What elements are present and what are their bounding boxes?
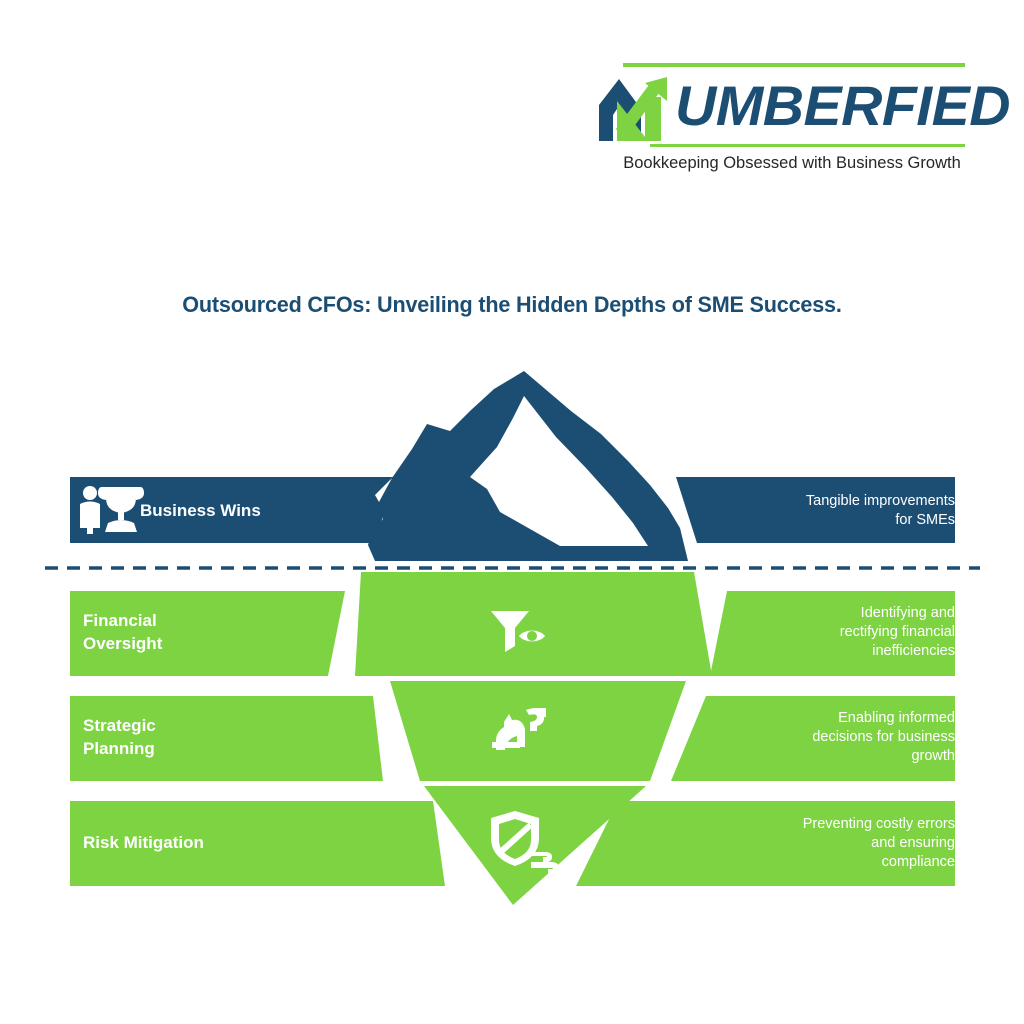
green-growth-arrow-n-icon [599, 77, 667, 141]
bar-financial-oversight-right[interactable] [710, 591, 955, 676]
bar-description-strategic-planning: Enabling informed decisions for business… [812, 710, 955, 765]
bar-label-risk-mitigation: Risk Mitigation [83, 833, 204, 852]
person-trophy-icon [80, 486, 144, 534]
page-title: Outsourced CFOs: Unveiling the Hidden De… [182, 292, 842, 317]
iceberg-underwater [355, 572, 712, 905]
bar-business-wins-right[interactable] [676, 477, 955, 543]
bar-description-financial-oversight: Identifying and rectifying financial ine… [839, 605, 955, 660]
logo-wordmark: UMBERFIED [675, 74, 1010, 137]
bar-description-business-wins: Tangible improvements for SMEs [805, 493, 955, 529]
brand-logo: UMBERFIED Bookkeeping Obsessed with Busi… [595, 55, 1010, 180]
bar-financial-oversight-left[interactable] [70, 591, 345, 676]
chess-knight-question-icon [492, 708, 546, 750]
bar-label-financial-oversight: Financial Oversight [83, 611, 163, 653]
iceberg-segment-financial [355, 572, 712, 676]
bar-label-business-wins: Business Wins [140, 501, 261, 520]
logo-rule-top [623, 63, 965, 67]
logo-rule-bottom [650, 144, 965, 147]
iceberg-segment-strategic [390, 681, 686, 781]
bar-strategic-planning-right[interactable] [671, 696, 955, 781]
bar-strategic-planning-left[interactable] [70, 696, 383, 781]
logo-tagline: Bookkeeping Obsessed with Business Growt… [623, 154, 961, 172]
shield-block-wind-icon [491, 811, 559, 874]
bar-risk-mitigation-left[interactable] [70, 801, 445, 886]
bar-business-wins-left[interactable] [70, 477, 400, 543]
bar-risk-mitigation-right[interactable] [576, 801, 955, 886]
funnel-eye-icon [491, 611, 545, 652]
iceberg-tip [368, 371, 688, 561]
bar-label-strategic-planning: Strategic Planning [83, 716, 156, 758]
bar-description-risk-mitigation: Preventing costly errors and ensuring co… [802, 816, 955, 871]
